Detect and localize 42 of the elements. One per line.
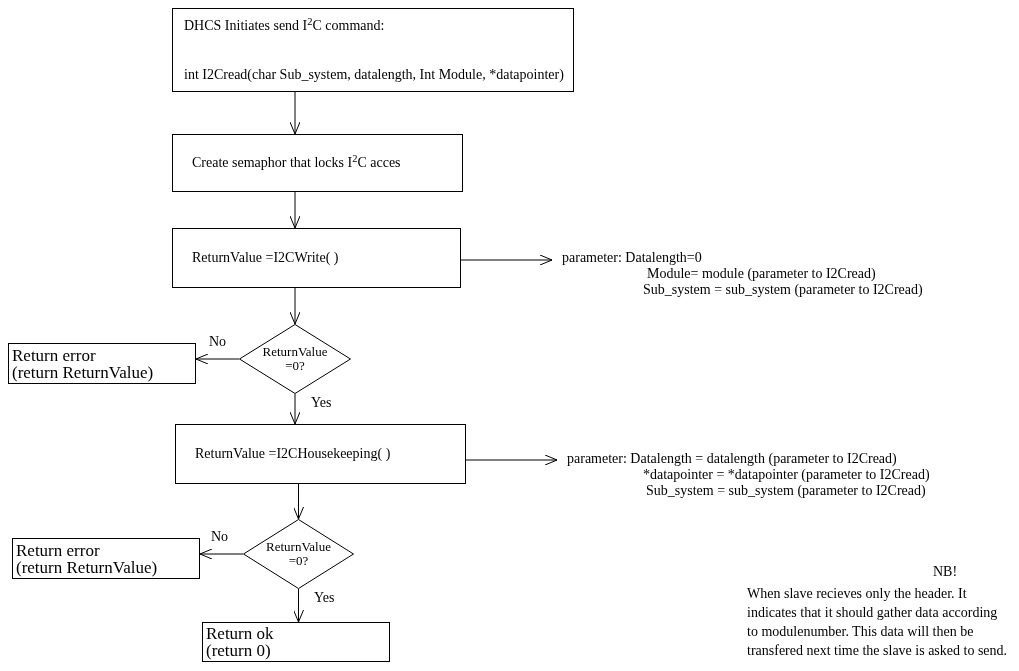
box-text: int I2Cread(char Sub_system, datalength, Int Module, *datapointer) — [184, 65, 565, 83]
box-text: ReturnValue =I2CWrite( ) — [192, 249, 340, 267]
arrow — [465, 454, 558, 466]
arrow — [289, 191, 301, 229]
edge-label: Yes — [313, 591, 336, 605]
parameter-text: Module= module (parameter to I2Cread) — [647, 266, 876, 281]
parameter-text: parameter: Datalength = datalength (parameter to I2Cread) — [567, 451, 897, 466]
return-box — [8, 343, 196, 384]
arrow — [199, 548, 244, 560]
arrow — [289, 393, 301, 425]
arrow — [293, 588, 304, 623]
box-text: Create semaphor that locks I$^{2}$C acces — [192, 154, 402, 172]
return-box — [12, 538, 200, 579]
box-text: Return error — [16, 541, 101, 559]
return-box — [202, 622, 390, 662]
edge-label: No — [208, 335, 228, 349]
parameter-text: Sub_system = sub_system (parameter to I2Cread) — [646, 483, 926, 498]
process-box — [175, 424, 466, 484]
parameter-text: *datapointer = *datapointer (parameter to I2Cread) — [643, 467, 930, 482]
note-text: When slave recieves only the header. It indicates that it should gather data according to modulenumber. This data will then be transfered next time the slave is asked to send. — [747, 585, 1009, 660]
parameter-text: parameter: Datalength=0 — [562, 250, 702, 265]
box-text: Return error — [12, 346, 97, 364]
note-heading: NB! — [933, 565, 958, 579]
box-text: (return ReturnValue) — [12, 363, 155, 381]
arrow — [293, 483, 304, 520]
arrow — [195, 353, 240, 365]
process-box — [172, 134, 463, 192]
box-text: Return ok — [206, 625, 275, 642]
arrow — [289, 91, 301, 135]
edge-label: No — [210, 530, 230, 544]
edge-label: Yes — [310, 396, 333, 410]
arrow — [289, 287, 301, 325]
decision-text: ReturnValue =0? — [261, 345, 329, 373]
box-text: DHCS Initiates send I$^{2}$C command: — [184, 17, 386, 35]
parameter-text: Sub_system = sub_system (parameter to I2Cread) — [643, 282, 923, 297]
box-text: (return 0) — [206, 642, 272, 659]
decision-text: ReturnValue =0? — [265, 540, 332, 568]
arrow — [460, 254, 553, 266]
box-text: ReturnValue =I2CHousekeeping( ) — [195, 445, 392, 463]
process-box — [172, 8, 574, 92]
box-text: (return ReturnValue) — [16, 558, 159, 576]
process-box — [172, 228, 461, 288]
